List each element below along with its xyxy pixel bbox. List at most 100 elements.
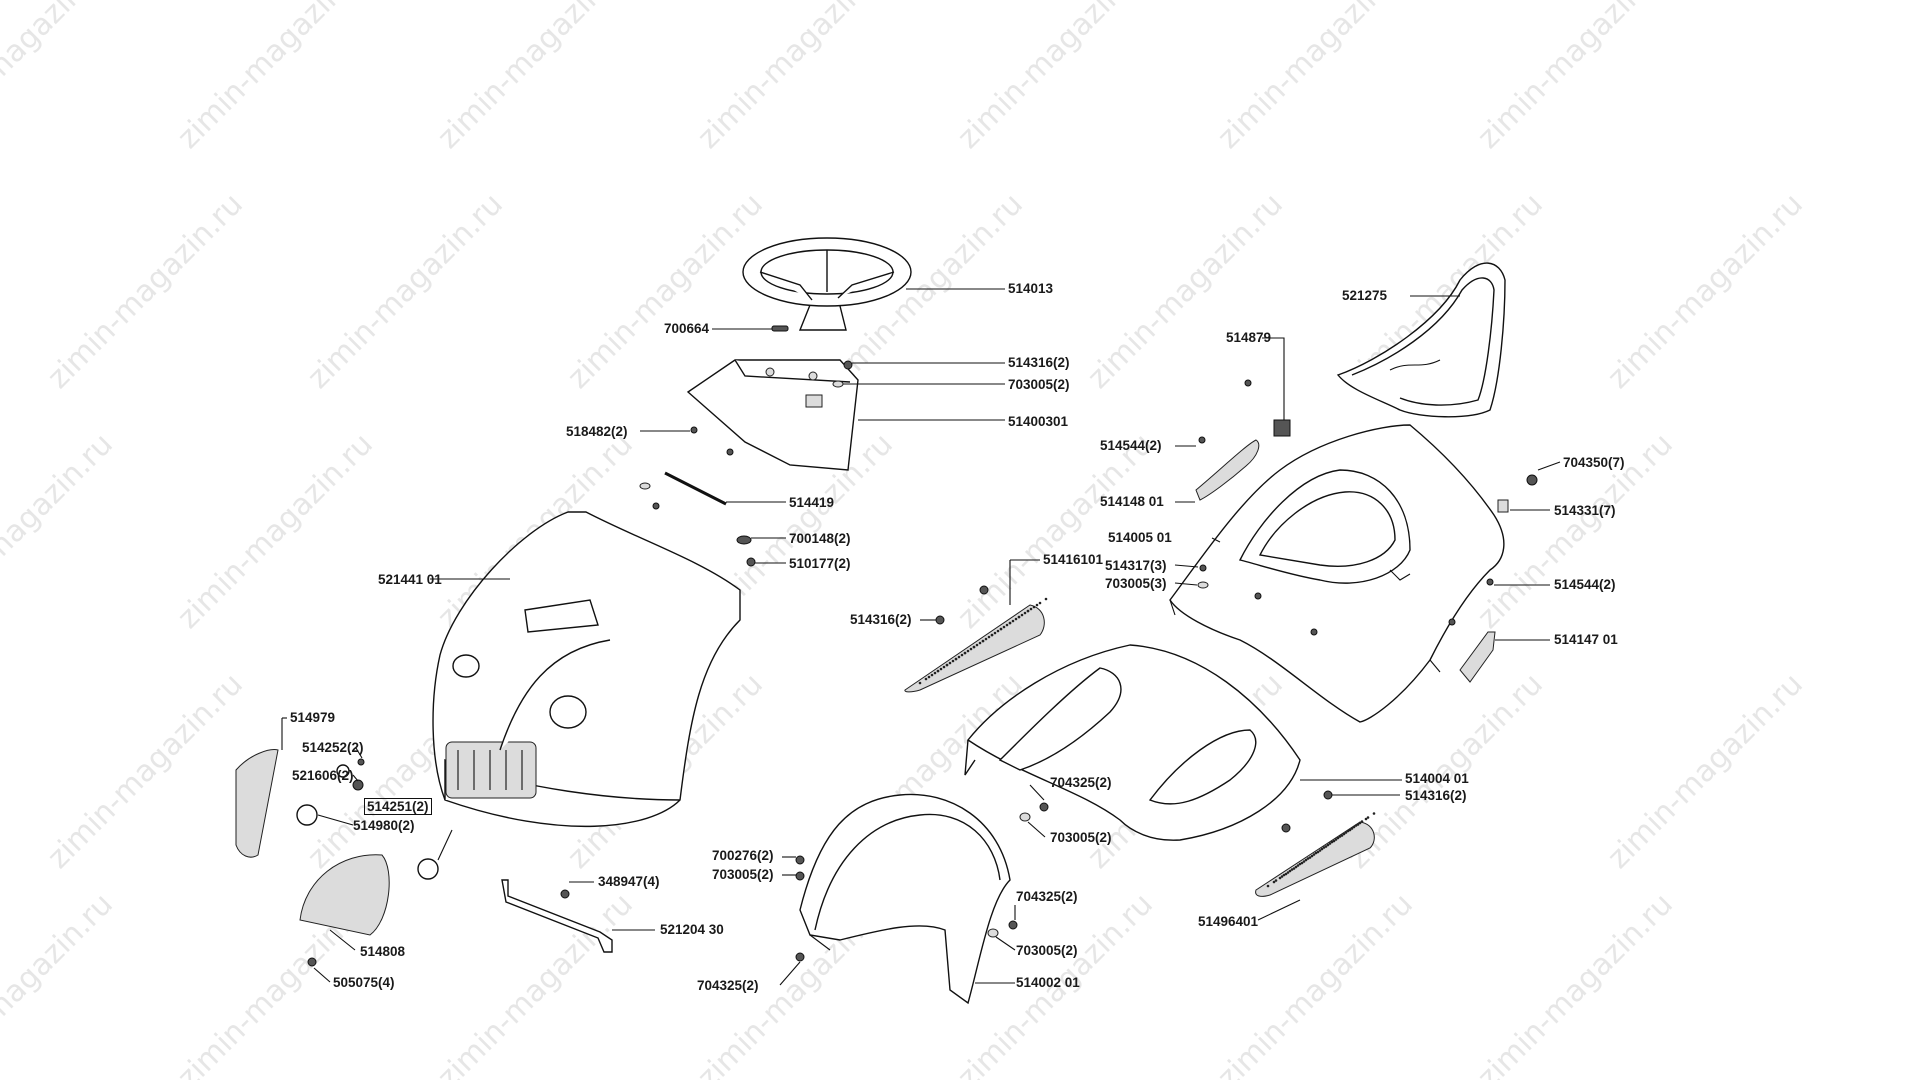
- label-521275: 521275: [1342, 288, 1388, 303]
- label-700664: 700664: [664, 321, 710, 336]
- perforation-dot: [1029, 607, 1033, 611]
- perforation-dot: [969, 647, 973, 651]
- perforation-dot: [1340, 834, 1344, 837]
- perforation-dot: [1300, 861, 1304, 865]
- perforation-dot: [990, 633, 994, 637]
- perforation-dot: [1348, 828, 1352, 832]
- label-514317: 514317(3): [1105, 558, 1167, 573]
- perforation-dot: [927, 675, 931, 679]
- hood-fasteners-part: [736, 535, 786, 567]
- perforation-dot: [1328, 842, 1332, 845]
- label-505075: 505075(4): [333, 975, 395, 990]
- label-514331: 514331(7): [1554, 503, 1616, 518]
- perforation-dot: [1032, 605, 1036, 609]
- perforation-dot: [1011, 619, 1015, 623]
- switch-part: [1262, 337, 1291, 437]
- perforation-dot: [954, 657, 958, 661]
- bracket-part: [501, 879, 655, 953]
- perforation-dot: [939, 667, 943, 671]
- label-514004: 514004 01: [1405, 771, 1469, 786]
- perforation-dot: [1002, 625, 1006, 629]
- perforation-dot: [1324, 845, 1328, 848]
- perforation-dot: [1306, 857, 1310, 860]
- label-348947: 348947(4): [598, 874, 660, 889]
- pin-700664-part: [712, 325, 789, 332]
- label-521441: 521441 01: [378, 572, 442, 587]
- perforation-dot: [1280, 875, 1284, 878]
- label-51496401: 51496401: [1198, 914, 1259, 929]
- perforation-dot: [930, 673, 934, 677]
- perforation-dot: [933, 671, 937, 675]
- perforation-dot: [1302, 860, 1306, 863]
- perforation-dot: [1326, 843, 1330, 847]
- label-514544-right: 514544(2): [1554, 577, 1616, 592]
- perforation-dot: [945, 663, 949, 667]
- perforation-dot: [1035, 603, 1039, 607]
- perforation-dot: [1294, 865, 1298, 869]
- perforation-dot: [1338, 835, 1342, 838]
- lamp-fasteners-part: [296, 747, 453, 880]
- label-514002: 514002 01: [1016, 975, 1080, 990]
- perforation-dot: [984, 637, 988, 641]
- label-51416101: 51416101: [1043, 552, 1104, 567]
- footplate-right-part: [1255, 790, 1400, 921]
- frame-part: [964, 644, 1402, 841]
- label-51400301: 51400301: [1008, 414, 1069, 429]
- perforation-dot: [951, 659, 955, 663]
- perforation-dot: [1278, 876, 1282, 880]
- perforation-dot: [960, 653, 964, 657]
- perforation-dot: [1360, 820, 1364, 823]
- perforation-dot: [1322, 846, 1326, 849]
- perforation-dot: [987, 635, 991, 639]
- label-521606: 521606(2): [292, 768, 354, 783]
- perforation-dot: [1272, 880, 1276, 884]
- label-514316-dash: 514316(2): [1008, 355, 1070, 370]
- label-704325-top: 704325(2): [1050, 775, 1112, 790]
- perforation-dot: [918, 681, 922, 685]
- perforation-dot: [1288, 869, 1292, 873]
- perforation-dot: [1314, 851, 1318, 855]
- rear-fasteners-part: [1174, 461, 1561, 636]
- perforation-dot: [1364, 817, 1368, 821]
- label-514808: 514808: [360, 944, 406, 959]
- perforation-dot: [1044, 597, 1048, 601]
- screws-dash-part: [832, 360, 1005, 388]
- perforation-dot: [1023, 611, 1027, 615]
- perforation-dot: [1356, 823, 1360, 826]
- perforation-dot: [936, 669, 940, 673]
- perforation-dot: [1308, 856, 1312, 859]
- perforation-dot: [1354, 824, 1358, 827]
- perforation-dot: [1284, 872, 1288, 876]
- perforation-dot: [1372, 812, 1376, 815]
- perforation-dot: [993, 631, 997, 635]
- label-514544-left: 514544(2): [1100, 438, 1162, 453]
- label-518482: 518482(2): [566, 424, 628, 439]
- label-510177: 510177(2): [789, 556, 851, 571]
- perforation-dot: [1026, 609, 1030, 613]
- label-703005-mid: 703005(2): [1016, 943, 1078, 958]
- label-514316-left: 514316(2): [850, 612, 912, 627]
- perforation-dot: [1008, 621, 1012, 625]
- label-700276: 700276(2): [712, 848, 774, 863]
- perforation-dot: [948, 661, 952, 665]
- label-703005-panel: 703005(2): [712, 867, 774, 882]
- perforation-dot: [972, 645, 976, 649]
- perforation-dot: [1292, 867, 1296, 870]
- perforation-dot: [1290, 868, 1294, 871]
- perforation-dot: [963, 651, 967, 655]
- steering-wheel-part: [742, 237, 1005, 331]
- label-521204: 521204 30: [660, 922, 724, 937]
- footplate-left-part: [904, 559, 1045, 693]
- perforation-dot: [957, 655, 961, 659]
- label-514005: 514005 01: [1108, 530, 1172, 545]
- rod-514419-part: [639, 471, 786, 510]
- panel-fasteners-part: [779, 784, 1049, 986]
- perforation-dot: [1310, 854, 1314, 858]
- perforation-dot: [975, 643, 979, 647]
- label-514879: 514879: [1226, 330, 1272, 345]
- perforation-dot: [1346, 829, 1350, 833]
- perforation-dot: [1332, 839, 1336, 843]
- perforation-dot: [1366, 816, 1370, 819]
- perforation-dot: [1038, 601, 1042, 605]
